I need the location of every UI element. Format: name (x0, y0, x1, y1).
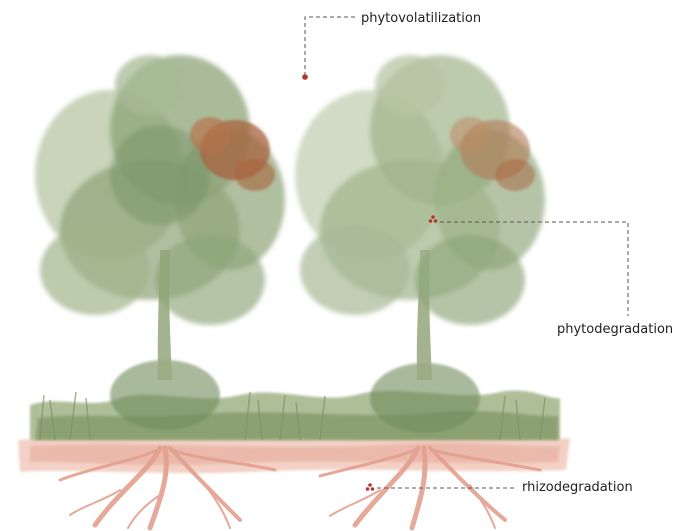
label-rhizodegradation: rhizodegradation (522, 481, 633, 494)
molecule-icon (366, 483, 375, 491)
tree-right (295, 55, 545, 380)
tree-left (35, 55, 285, 380)
label-phytovolatilization: phytovolatilization (361, 12, 481, 25)
red-dot-icon (302, 74, 308, 80)
label-phytodegradation: phytodegradation (557, 323, 673, 336)
grass-layer (30, 360, 560, 440)
phytovolatilization-callout (302, 17, 355, 80)
